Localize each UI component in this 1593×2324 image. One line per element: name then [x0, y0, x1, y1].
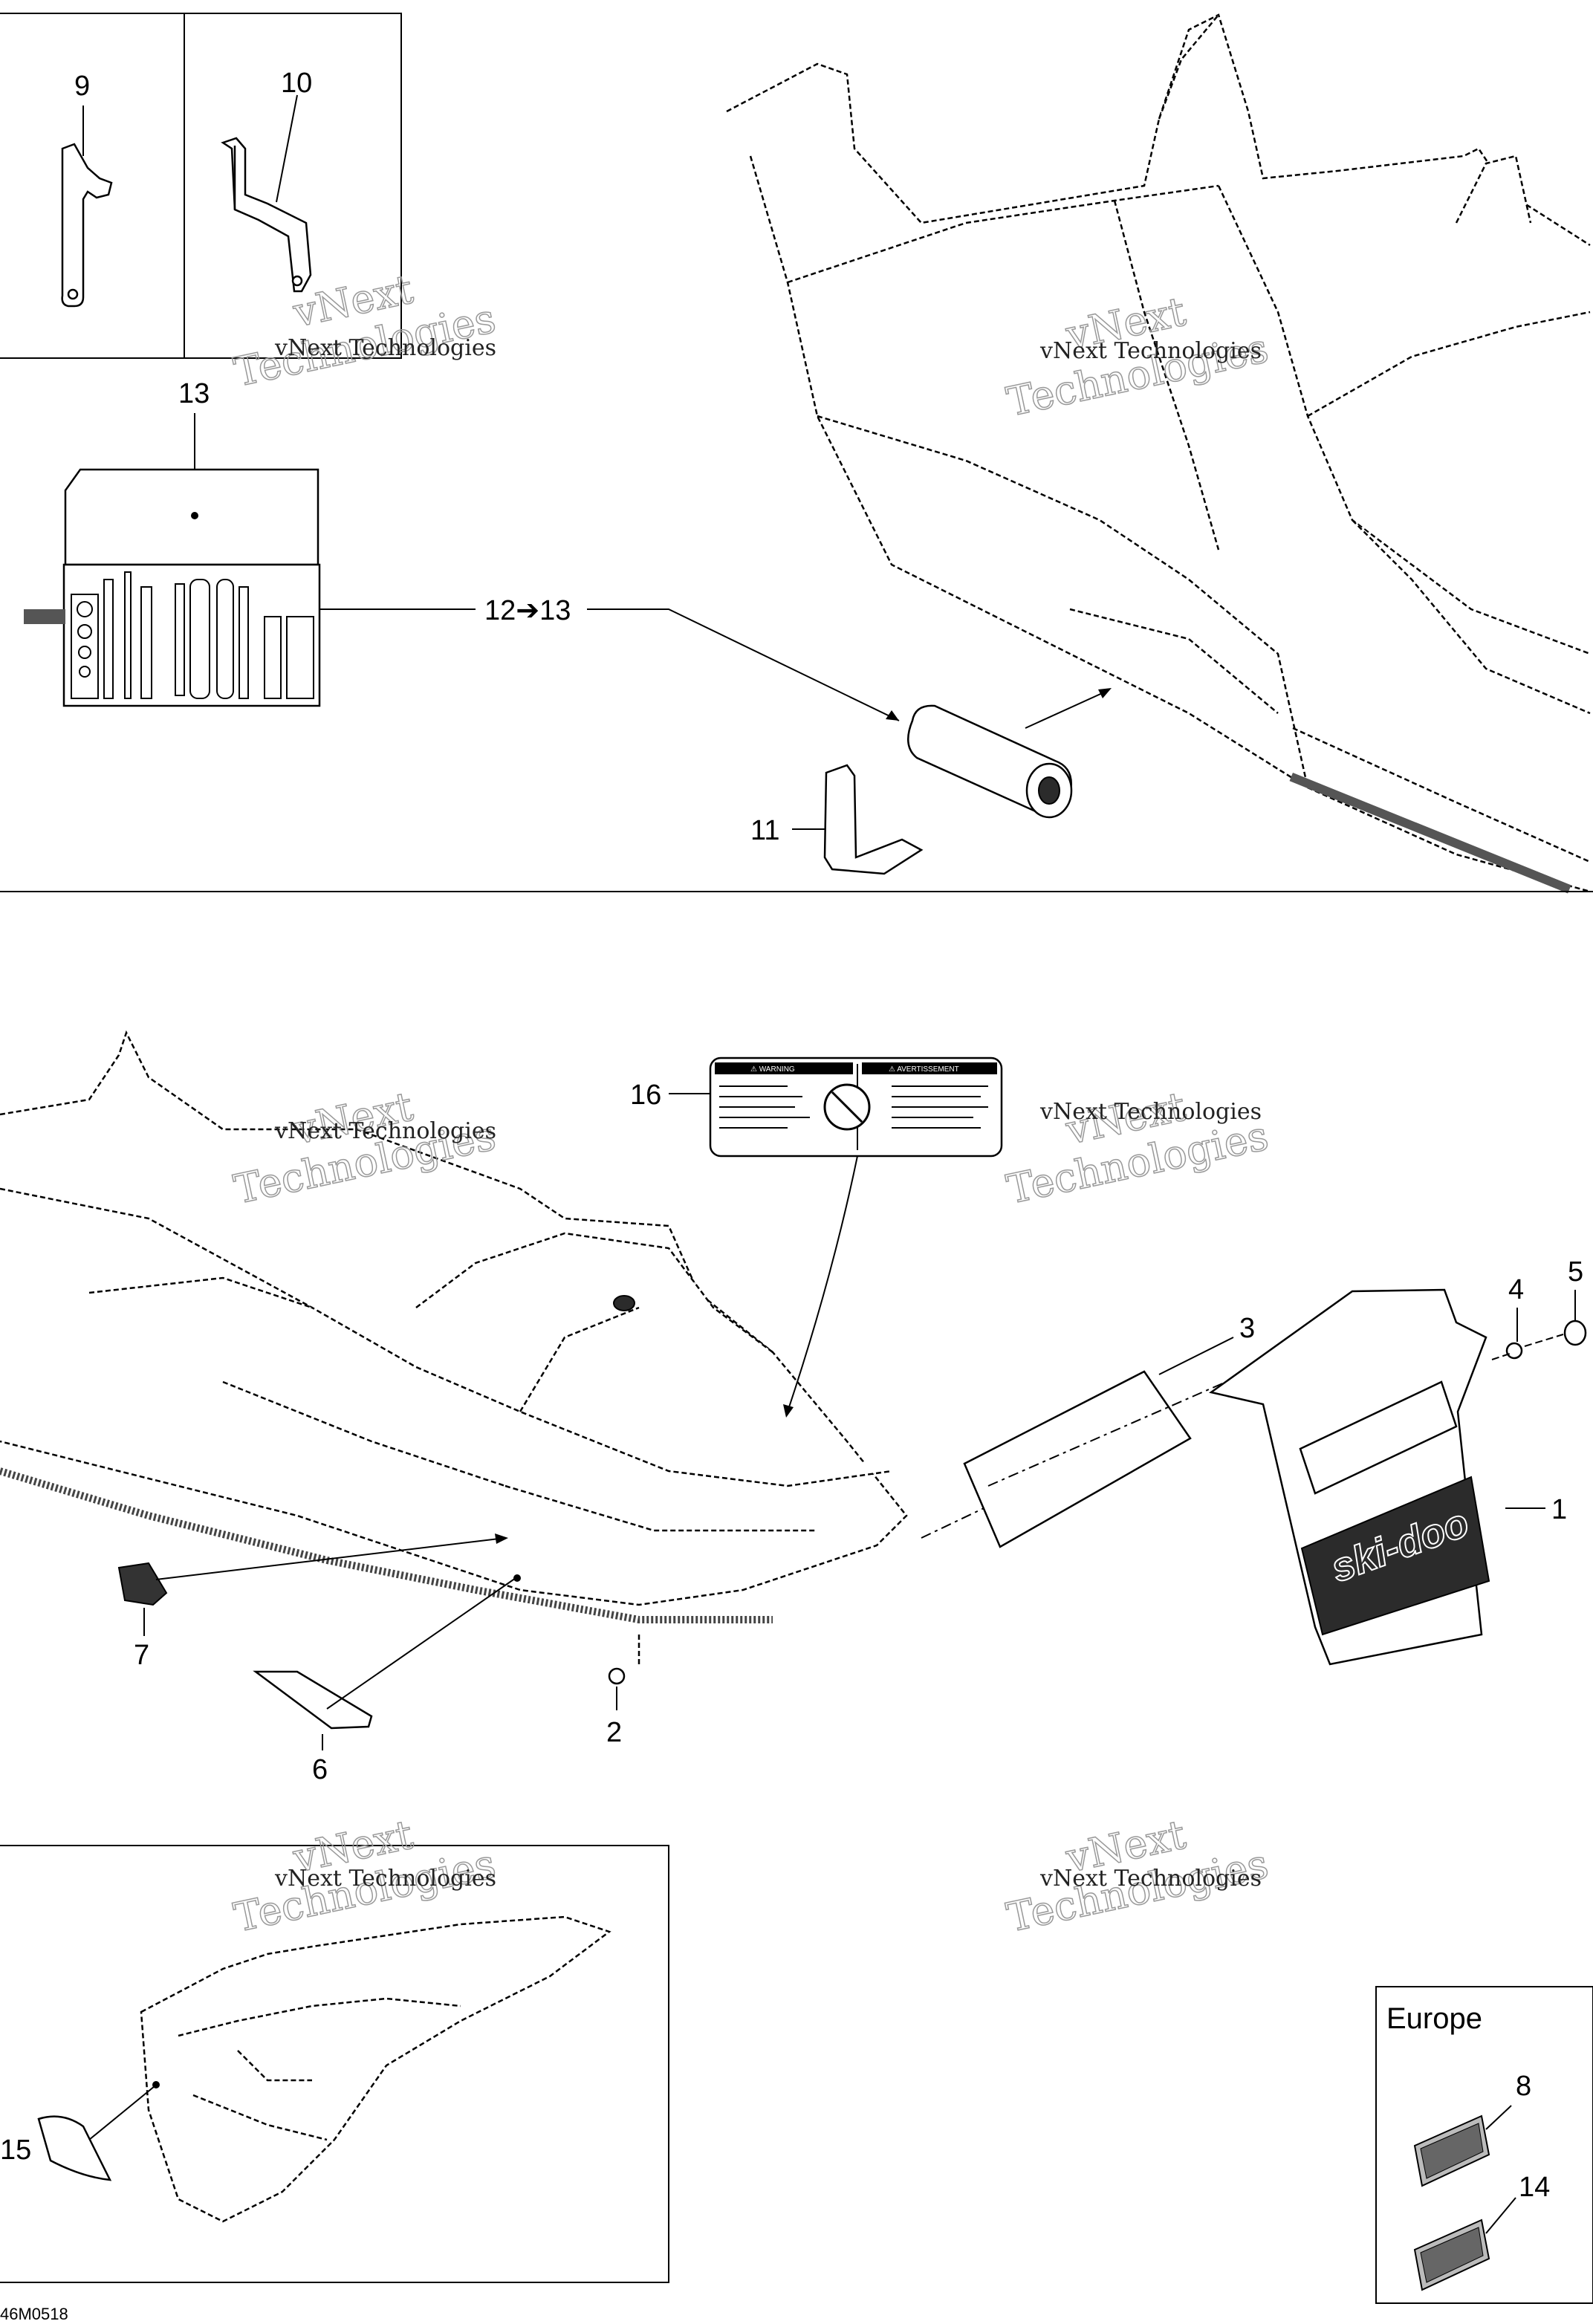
part-6-decal: 6 [253, 1574, 521, 1785]
callout-3: 3 [1239, 1313, 1255, 1344]
europe-inset: Europe 8 14 [1375, 1986, 1593, 2304]
part-9-wrench: 9 [61, 71, 113, 308]
chassis-rear-view [726, 13, 1591, 894]
watermark: vNext Technologies vNext Technologies [1002, 288, 1273, 426]
svg-text:vNext Technologies: vNext Technologies [1039, 338, 1262, 364]
part-15-hood-assembly: 15 [0, 1915, 611, 2223]
svg-text:vNext Technologies: vNext Technologies [274, 335, 496, 361]
svg-text:vNext Technologies: vNext Technologies [274, 1118, 496, 1144]
drawing-code: 46M0518 [0, 2305, 68, 2323]
part-11-holder: 11 [750, 688, 1112, 875]
inset-frame-lower [0, 1845, 669, 2283]
svg-text:vNext Technologies: vNext Technologies [274, 1866, 496, 1892]
callout-14: 14 [1519, 2172, 1550, 2203]
part-7-reflector: 7 [117, 1533, 508, 1671]
part-10-bracket: 10 [221, 68, 312, 293]
part-5-cap: 5 [1524, 1256, 1587, 1347]
callout-12: 12➔13 [484, 595, 571, 626]
part-3-plate: 3 [921, 1313, 1255, 1548]
chassis-front-view [0, 1030, 908, 1664]
callout-2: 2 [606, 1717, 622, 1748]
callout-6: 6 [312, 1754, 328, 1785]
callout-7: 7 [134, 1640, 149, 1671]
callout-15: 15 [0, 2135, 31, 2166]
part-1-snowflap: ski-doo 1 [1209, 1288, 1567, 1666]
region-label: Europe [1386, 2002, 1482, 2035]
callout-1: 1 [1551, 1494, 1567, 1525]
part-2-screw: 2 [606, 1667, 626, 1748]
callout-11: 11 [750, 815, 779, 846]
callout-4: 4 [1508, 1274, 1524, 1305]
svg-text:⚠ WARNING: ⚠ WARNING [750, 1065, 795, 1074]
callout-12-13-group: 12➔13 [484, 595, 900, 721]
svg-text:vNext Technologies: vNext Technologies [1039, 1866, 1262, 1892]
callout-10: 10 [281, 68, 312, 99]
part-16-warning-decal: ⚠ WARNING ⚠ AVERTISSEMENT 16 [630, 1056, 1003, 1418]
callout-8: 8 [1516, 2071, 1531, 2102]
watermark: vNext Technologies vNext Technologies [1002, 1811, 1273, 1942]
part-8-reflector: 8 [1413, 2071, 1531, 2187]
part-13-tool-kit: 13 [24, 378, 476, 707]
callout-13: 13 [178, 378, 210, 409]
svg-text:⚠ AVERTISSEMENT: ⚠ AVERTISSEMENT [889, 1065, 959, 1074]
part-14-reflector: 14 [1413, 2172, 1550, 2291]
watermark: vNext Technologies vNext Technologies [230, 1811, 500, 1942]
callout-16: 16 [630, 1080, 661, 1111]
svg-text:vNext Technologies: vNext Technologies [1039, 1099, 1262, 1125]
callout-9: 9 [74, 71, 90, 102]
watermark: vNext Technologies vNext Technologies [1002, 1083, 1273, 1214]
part-4-rivet: 4 [1491, 1274, 1524, 1360]
watermark: vNext Technologies vNext Technologies [230, 265, 500, 397]
inset-frame-tools [0, 13, 402, 359]
callout-5: 5 [1568, 1256, 1583, 1288]
